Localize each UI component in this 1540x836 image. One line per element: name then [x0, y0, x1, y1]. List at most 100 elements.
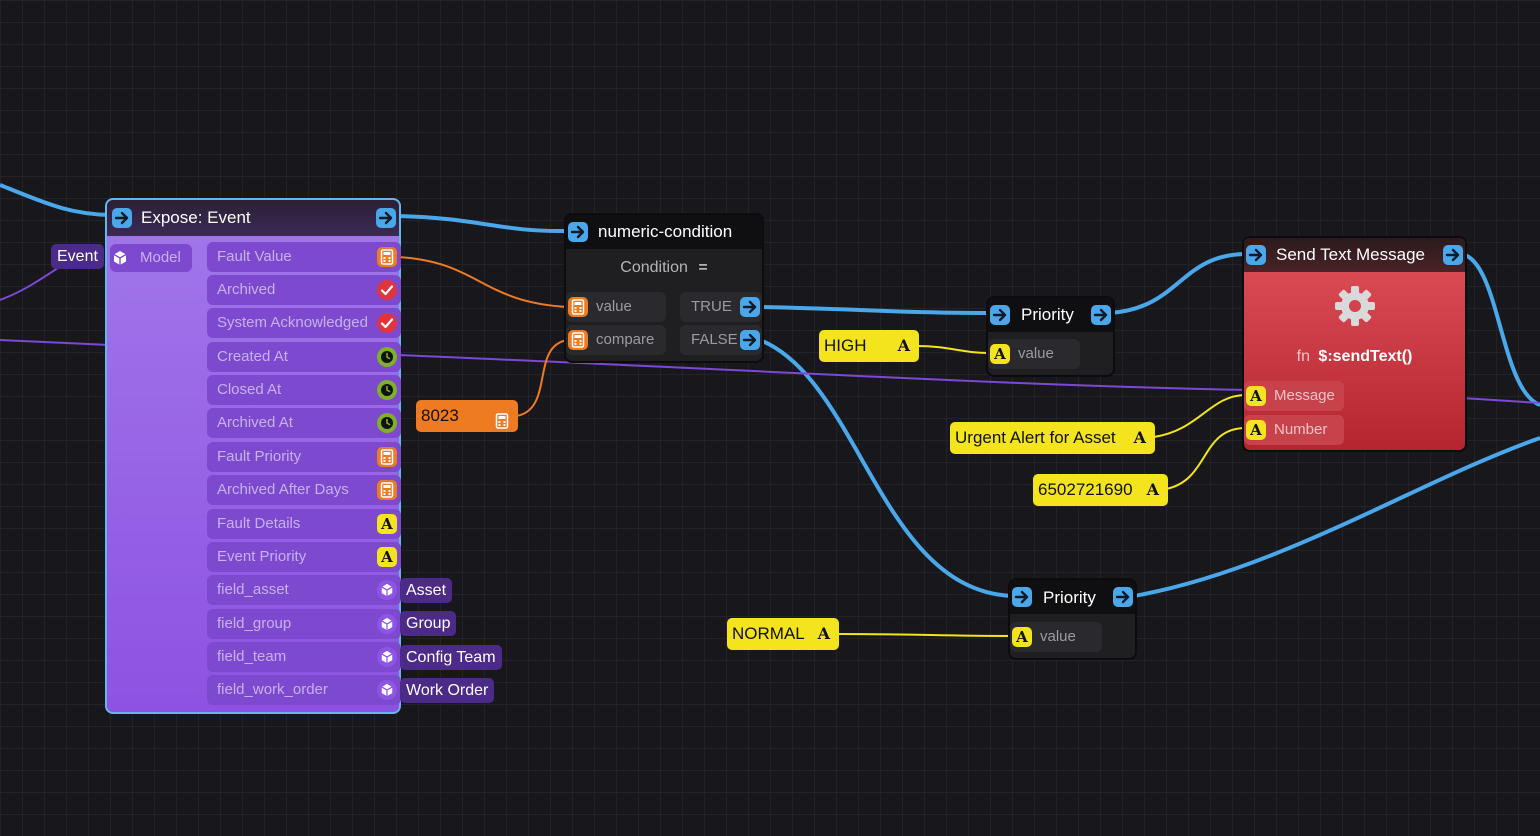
flow-in-icon[interactable]: [1246, 245, 1266, 265]
field-row-archived[interactable]: Archived: [207, 275, 401, 305]
flow-in-icon[interactable]: [1012, 587, 1032, 607]
field-row-team[interactable]: field_team: [207, 642, 401, 672]
field-label: field_group: [217, 615, 292, 632]
event-input-tag: Event: [51, 244, 104, 269]
normal-literal-value[interactable]: NORMAL: [732, 624, 805, 643]
string-icon[interactable]: A: [377, 547, 397, 567]
string-icon: A: [897, 336, 910, 355]
expose-event-node[interactable]: Expose: Event Model Fault Value Archived…: [105, 198, 401, 714]
priority-normal-node[interactable]: Priority A value: [1008, 578, 1137, 660]
clock-icon[interactable]: [377, 413, 397, 433]
numeric-condition-header[interactable]: numeric-condition: [566, 215, 762, 249]
expose-event-title: Expose: Event: [141, 208, 251, 227]
number-input-pin[interactable]: A Number: [1244, 415, 1344, 445]
field-row-archived-at[interactable]: Archived At: [207, 408, 401, 438]
priority-high-header[interactable]: Priority: [988, 298, 1113, 332]
send-text-message-title: Send Text Message: [1276, 245, 1425, 264]
send-text-message-header[interactable]: Send Text Message: [1244, 238, 1465, 272]
field-label: Closed At: [217, 381, 282, 398]
flow-wire-sms-out: [1461, 252, 1540, 407]
priority-normal-header[interactable]: Priority: [1010, 580, 1135, 614]
value-input-pin[interactable]: value: [566, 292, 666, 322]
priority-normal-value-pin[interactable]: A value: [1010, 622, 1102, 652]
cube-icon[interactable]: [377, 580, 397, 600]
message-literal[interactable]: Urgent Alert for Asset A: [950, 422, 1155, 454]
field-row-fault-priority[interactable]: Fault Priority: [207, 442, 401, 472]
number-literal-value[interactable]: 8023: [421, 406, 459, 425]
cube-icon[interactable]: [377, 680, 397, 700]
string-icon: A: [817, 624, 830, 643]
priority-high-value-pin[interactable]: A value: [988, 339, 1080, 369]
field-row-work-order[interactable]: field_work_order: [207, 675, 401, 705]
flow-out-icon[interactable]: [740, 297, 760, 317]
flow-out-icon[interactable]: [740, 330, 760, 350]
flow-in-icon[interactable]: [568, 222, 588, 242]
high-literal[interactable]: HIGH A: [819, 330, 919, 362]
compare-input-pin[interactable]: compare: [566, 325, 666, 355]
field-row-event-priority[interactable]: Event Priority A: [207, 542, 401, 572]
field-row-created-at[interactable]: Created At: [207, 342, 401, 372]
flow-wire-normal-out: [1133, 436, 1540, 598]
string-icon[interactable]: A: [1012, 627, 1032, 647]
normal-literal[interactable]: NORMAL A: [727, 618, 839, 650]
string-icon[interactable]: A: [1246, 420, 1266, 440]
true-output-pin[interactable]: TRUE: [680, 292, 762, 322]
priority-high-node[interactable]: Priority A value: [986, 296, 1115, 377]
string-icon: A: [1146, 480, 1159, 499]
work-order-type-tag: Work Order: [400, 678, 495, 703]
priority-normal-title: Priority: [1043, 588, 1096, 607]
clock-icon[interactable]: [377, 380, 397, 400]
field-row-fault-details[interactable]: Fault Details A: [207, 509, 401, 539]
object-wire-left: [0, 339, 111, 346]
field-label: field_asset: [217, 581, 289, 598]
condition-label: Condition: [620, 259, 688, 276]
calculator-icon[interactable]: [568, 330, 588, 350]
field-row-group[interactable]: field_group: [207, 609, 401, 639]
flow-wire-expose-to-condition: [397, 214, 567, 234]
string-icon[interactable]: A: [377, 514, 397, 534]
flow-wire-into-expose: [0, 183, 111, 217]
numeric-condition-title: numeric-condition: [598, 222, 733, 241]
false-output-pin[interactable]: FALSE: [680, 325, 762, 355]
flow-in-icon[interactable]: [112, 208, 132, 228]
flow-out-icon[interactable]: [376, 208, 396, 228]
field-row-asset[interactable]: field_asset: [207, 575, 401, 605]
send-text-message-node[interactable]: Send Text Message fn $:sendText() A Mess…: [1242, 236, 1467, 452]
field-label: Fault Priority: [217, 448, 302, 465]
numeric-condition-node[interactable]: numeric-condition Condition = value comp…: [564, 213, 764, 363]
checkmark-icon[interactable]: [377, 280, 397, 300]
clock-icon[interactable]: [377, 347, 397, 367]
phone-number-value[interactable]: 6502721690: [1038, 480, 1133, 499]
field-row-fault-value[interactable]: Fault Value: [207, 242, 401, 272]
checkmark-icon[interactable]: [377, 313, 397, 333]
flow-out-icon[interactable]: [1443, 245, 1463, 265]
model-input-pin[interactable]: Model: [110, 244, 192, 272]
calculator-icon[interactable]: [377, 480, 397, 500]
number-literal-8023[interactable]: 8023: [416, 400, 518, 432]
phone-number-literal[interactable]: 6502721690 A: [1033, 474, 1168, 506]
flow-out-icon[interactable]: [1113, 587, 1133, 607]
condition-operator[interactable]: =: [698, 259, 708, 276]
calculator-icon[interactable]: [377, 247, 397, 267]
calculator-icon[interactable]: [377, 447, 397, 467]
expose-event-header[interactable]: Expose: Event: [107, 200, 399, 236]
function-signature: fn $:sendText(): [1244, 348, 1465, 366]
cube-icon[interactable]: [377, 614, 397, 634]
flow-wire-false-to-priority-normal: [759, 338, 1013, 598]
string-icon[interactable]: A: [1246, 386, 1266, 406]
cube-icon[interactable]: [377, 647, 397, 667]
high-literal-value[interactable]: HIGH: [824, 336, 867, 355]
field-row-closed-at[interactable]: Closed At: [207, 375, 401, 405]
flow-in-icon[interactable]: [990, 305, 1010, 325]
calculator-icon[interactable]: [568, 297, 588, 317]
message-input-pin[interactable]: A Message: [1244, 381, 1344, 411]
calculator-icon: [495, 408, 509, 440]
condition-operator-row[interactable]: Condition =: [566, 253, 762, 283]
field-row-system-acknowledged[interactable]: System Acknowledged: [207, 308, 401, 338]
string-icon[interactable]: A: [990, 344, 1010, 364]
flow-out-icon[interactable]: [1091, 305, 1111, 325]
function-name: $:sendText(): [1318, 348, 1413, 365]
field-label: Created At: [217, 348, 288, 365]
field-row-archived-after-days[interactable]: Archived After Days: [207, 475, 401, 505]
message-literal-value[interactable]: Urgent Alert for Asset: [955, 428, 1116, 447]
